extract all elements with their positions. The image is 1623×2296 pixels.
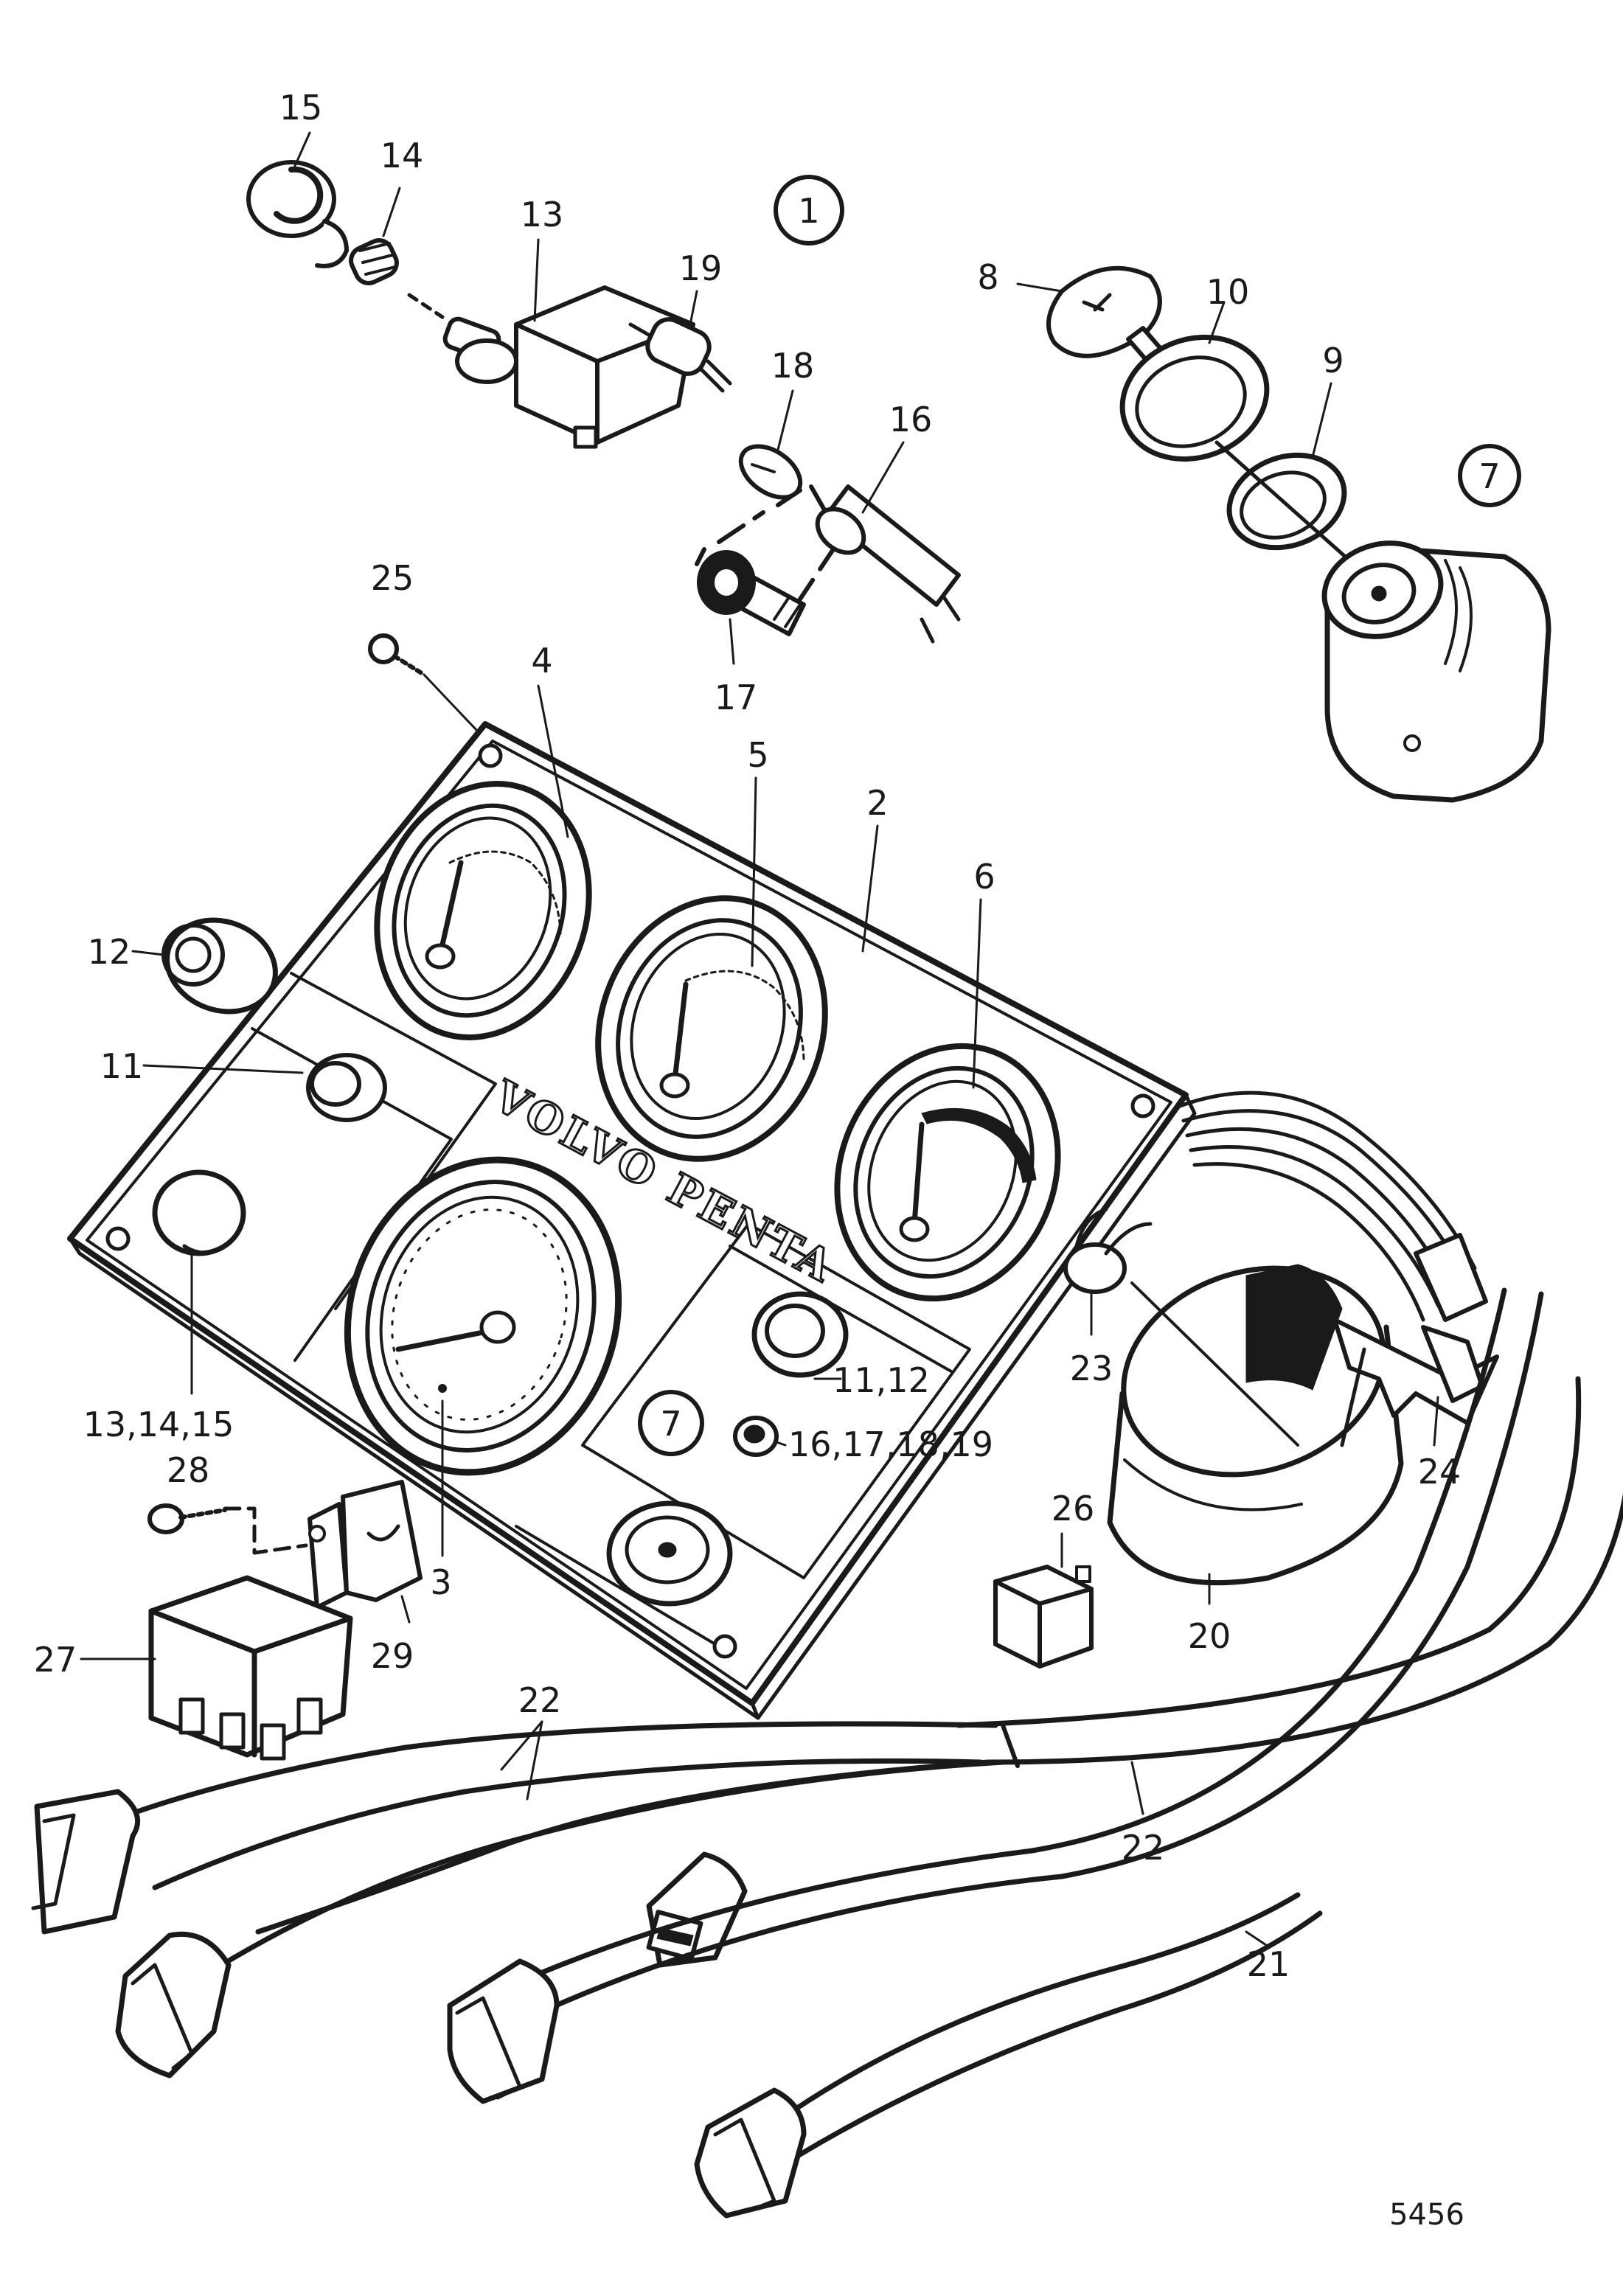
callout-1-circle — [774, 175, 844, 246]
part-22-connector-center-top — [646, 1851, 748, 1968]
callout-13-14-15: 13,14,15 — [83, 1405, 234, 1444]
part-6-gauge — [834, 1043, 1061, 1302]
part-4-gauge — [374, 781, 592, 1040]
callout-28: 28 — [167, 1450, 210, 1490]
part-21-harness — [513, 1287, 1544, 2160]
callout-6: 6 — [973, 857, 995, 897]
callout-1: 1 — [798, 191, 819, 231]
callout-9: 9 — [1322, 341, 1344, 380]
callout-11-12: 11,12 — [833, 1360, 930, 1400]
callout-18: 18 — [771, 346, 815, 386]
part-27-relay — [148, 1575, 353, 1761]
part-7-switch-on-panel — [606, 1500, 733, 1607]
part-7-ignition-switch — [1321, 540, 1551, 803]
callout-20: 20 — [1188, 1616, 1231, 1656]
part-18-bulb — [738, 444, 803, 500]
part-19-bulb-holder — [628, 317, 732, 393]
part-22-connector-left-bottom — [115, 1931, 232, 2078]
part-5-gauge — [595, 895, 828, 1162]
part-12-bezel — [161, 917, 278, 1015]
callout-22-lower: 22 — [1122, 1828, 1165, 1868]
callout-2: 2 — [866, 783, 888, 823]
callout-23: 23 — [1070, 1349, 1113, 1388]
callout-11: 11 — [100, 1046, 144, 1086]
callout-22-upper: 22 — [518, 1680, 562, 1720]
part-11-indicator-lamp — [306, 1053, 387, 1122]
drawing-reference-number: 5456 — [1389, 2198, 1464, 2232]
leader-lines — [80, 131, 1439, 1948]
callout-27: 27 — [34, 1640, 77, 1680]
part-28-screw — [147, 1503, 308, 1555]
callout-3: 3 — [430, 1562, 451, 1602]
callout-14: 14 — [380, 136, 424, 175]
part-14-sleeve — [349, 238, 399, 285]
callout-7-panel: 7 — [660, 1404, 681, 1444]
callout-16-17-18-19: 16,17,18,19 — [788, 1424, 993, 1464]
part-20-gauge-cup — [1107, 1264, 1404, 1586]
part-23-connector — [1063, 1207, 1153, 1294]
part-3-tachometer — [344, 1156, 622, 1476]
callout-7-top: 7 — [1478, 456, 1500, 496]
callout-7-panel-circle — [638, 1390, 704, 1456]
part-21-connector-right-bottom — [694, 2087, 807, 2219]
callout-4: 4 — [531, 641, 552, 681]
part-22-main-harness — [108, 1376, 1623, 1986]
callout-8: 8 — [977, 257, 998, 297]
part-9-nut — [1226, 452, 1347, 551]
part-17-socket — [697, 550, 806, 636]
callout-15: 15 — [279, 88, 323, 128]
callout-labels: 15 14 13 1 19 18 16 17 8 10 9 7 25 4 5 2… — [34, 88, 1501, 1984]
part-15-knob-cap — [246, 160, 349, 268]
part-16-19-lamp-on-panel — [733, 1416, 779, 1457]
callout-19: 19 — [679, 248, 723, 288]
part-25-screw — [368, 633, 492, 746]
part-29-bracket — [307, 1480, 423, 1610]
callout-13: 13 — [521, 195, 564, 234]
part-22-harness-upper — [1178, 1090, 1488, 1322]
callout-26: 26 — [1052, 1489, 1095, 1528]
callout-29: 29 — [371, 1636, 414, 1676]
part-21-connector-center-bottom — [447, 1958, 560, 2104]
part-2-instrument-panel — [67, 721, 1197, 1720]
part-22-connector-left-top — [31, 1789, 141, 1935]
part-16-lamp-holder — [815, 484, 961, 644]
part-26-relay — [993, 1565, 1094, 1669]
callout-12: 12 — [88, 932, 131, 972]
part-10-bezel-ring — [1119, 334, 1270, 462]
part-11-12-lamp-on-panel — [751, 1291, 849, 1378]
part-13-switch — [442, 285, 695, 449]
callout-16: 16 — [889, 400, 933, 439]
callout-5: 5 — [747, 735, 768, 775]
callout-7-circle — [1458, 444, 1521, 507]
part-13-switch-knob — [152, 1169, 246, 1256]
callout-21: 21 — [1247, 1944, 1290, 1984]
callout-25: 25 — [371, 558, 414, 598]
callout-17: 17 — [715, 678, 758, 717]
callout-10: 10 — [1206, 272, 1250, 312]
callout-24: 24 — [1418, 1452, 1462, 1492]
